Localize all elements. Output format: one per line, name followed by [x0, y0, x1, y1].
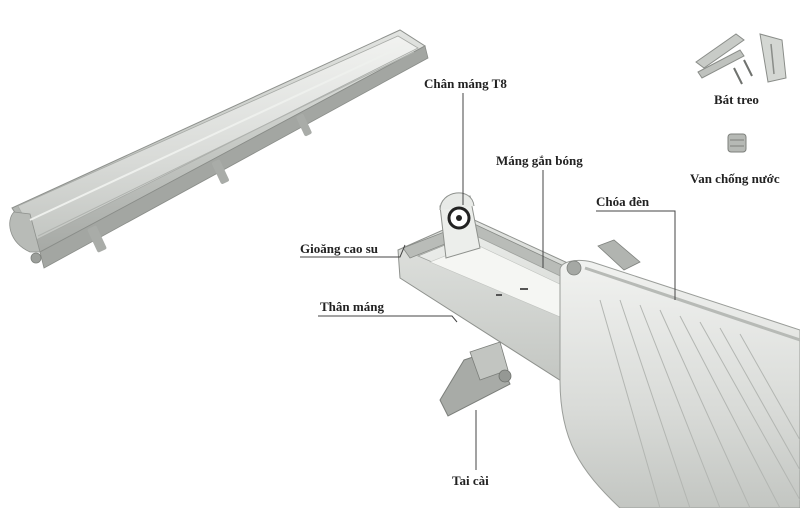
label-tray: Máng gắn bóng — [496, 153, 583, 168]
bracket-part — [695, 33, 787, 85]
label-diffuser: Chóa đèn — [596, 194, 650, 209]
valve-part — [727, 133, 747, 153]
label-gasket: Gioăng cao su — [300, 241, 379, 256]
label-socket: Chân máng T8 — [424, 76, 507, 91]
socket-part — [439, 192, 481, 259]
complete-fixture — [9, 29, 429, 269]
label-bracket: Bát treo — [714, 92, 759, 107]
leader-diffuser — [596, 210, 676, 300]
leader-gasket — [300, 244, 406, 258]
label-valve: Van chống nước — [690, 171, 780, 186]
leader-body — [318, 315, 458, 323]
clip-part — [439, 341, 512, 417]
label-body: Thân máng — [320, 299, 384, 314]
exploded-view — [397, 192, 800, 509]
label-clip: Tai cài — [452, 473, 489, 488]
